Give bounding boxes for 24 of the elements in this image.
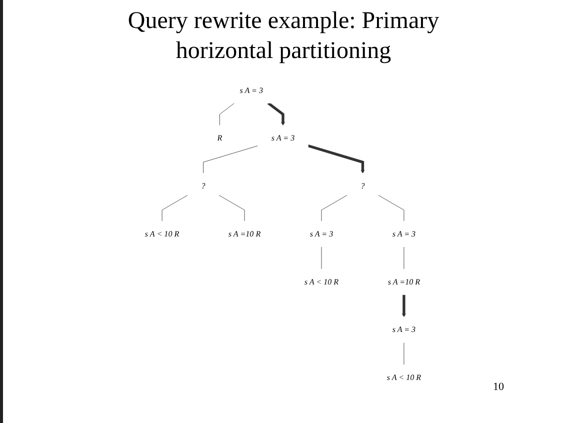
arrow xyxy=(402,294,406,318)
connector xyxy=(203,146,258,174)
connector xyxy=(321,194,348,222)
arrow xyxy=(308,144,365,174)
node-text: s A = 3 xyxy=(310,229,334,238)
node-text: s A =10 R xyxy=(388,277,420,286)
arrow xyxy=(267,102,285,126)
node-text: R xyxy=(217,134,222,142)
node-text: s A < 10 R xyxy=(386,372,422,382)
node-text: s A = 3 xyxy=(392,229,416,238)
connector xyxy=(219,102,235,126)
node-text: s A =10 R xyxy=(228,229,261,238)
connector xyxy=(162,194,188,222)
node-text: s A < 10 R xyxy=(144,229,180,238)
node-text: s A = 3 xyxy=(392,325,416,334)
node-text: s A < 10 R xyxy=(304,277,339,286)
slide-title: Query rewrite example: Primary horizontal partitioning xyxy=(126,7,440,66)
connector xyxy=(218,194,245,222)
node-text: ? xyxy=(360,181,365,190)
node-text: s A = 3 xyxy=(271,134,295,142)
node-text: s A = 3 xyxy=(240,86,263,95)
node-text: ? xyxy=(201,181,206,190)
page-number: 10 xyxy=(493,381,504,393)
connector xyxy=(378,194,404,222)
